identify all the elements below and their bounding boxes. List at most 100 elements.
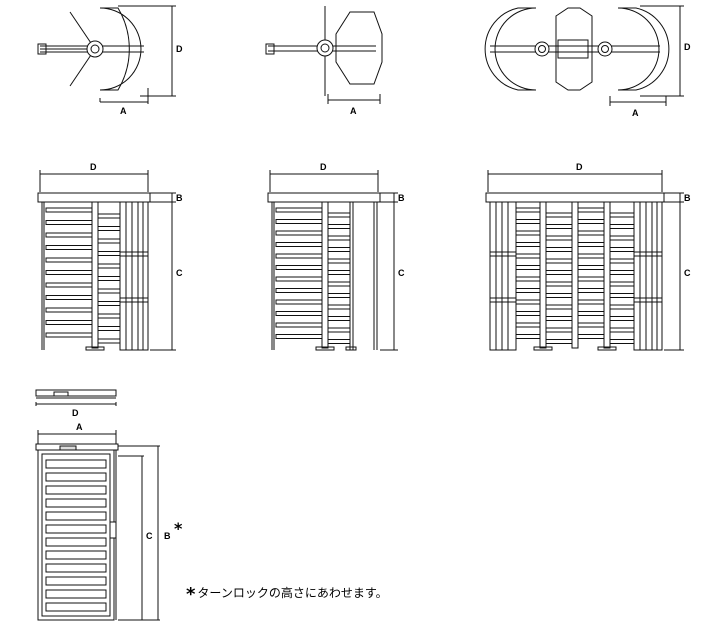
side-cage-left bbox=[489, 201, 517, 351]
bar bbox=[97, 226, 121, 231]
bar bbox=[545, 293, 573, 298]
bar bbox=[45, 320, 93, 325]
gate-plan bbox=[35, 389, 117, 397]
bar bbox=[97, 288, 121, 294]
bar bbox=[97, 263, 121, 269]
side-cage bbox=[119, 201, 149, 351]
bar bbox=[45, 511, 107, 521]
bar bbox=[45, 498, 107, 508]
bar bbox=[275, 230, 323, 236]
rotor-bars bbox=[275, 207, 351, 344]
gate-bars bbox=[45, 459, 107, 612]
dimension-label-c: C bbox=[176, 268, 183, 278]
rotor-post bbox=[321, 201, 329, 349]
bar bbox=[609, 316, 635, 321]
bar bbox=[515, 207, 541, 213]
bar bbox=[97, 338, 121, 344]
plan-wing-left bbox=[484, 7, 537, 91]
dimension-label-d: D bbox=[176, 44, 183, 54]
bar bbox=[327, 304, 351, 310]
plan-center-wing bbox=[555, 7, 593, 91]
bar bbox=[45, 232, 93, 238]
bar bbox=[577, 334, 605, 339]
bar bbox=[545, 247, 573, 252]
bar bbox=[609, 304, 635, 310]
footnote: *ターンロックの高さにあわせます。 bbox=[186, 584, 388, 605]
rotor-bars bbox=[515, 207, 635, 344]
bar bbox=[327, 247, 351, 252]
bar bbox=[577, 265, 605, 270]
side-cage-right bbox=[633, 201, 663, 351]
bar bbox=[275, 322, 323, 328]
bar bbox=[45, 576, 107, 586]
bar bbox=[515, 299, 541, 305]
bar bbox=[45, 524, 107, 534]
bar bbox=[45, 307, 93, 313]
bar bbox=[577, 311, 605, 316]
canopy bbox=[267, 192, 381, 203]
front-elevation-hexagon bbox=[267, 170, 398, 351]
dimension-label-b: B bbox=[684, 193, 691, 203]
plan-rotor bbox=[316, 39, 334, 57]
bar bbox=[45, 602, 107, 612]
bar bbox=[515, 288, 541, 293]
bar bbox=[275, 207, 323, 213]
bar bbox=[577, 299, 605, 305]
bar bbox=[45, 207, 93, 213]
bar bbox=[545, 316, 573, 321]
bar bbox=[515, 253, 541, 259]
bar bbox=[609, 339, 635, 344]
bar bbox=[515, 242, 541, 247]
bar bbox=[577, 276, 605, 282]
dimension-label-d: D bbox=[576, 162, 583, 172]
bar bbox=[515, 219, 541, 224]
bar bbox=[327, 281, 351, 287]
bar bbox=[577, 207, 605, 213]
bar bbox=[545, 270, 573, 275]
bar bbox=[515, 265, 541, 270]
gate-elevation bbox=[35, 430, 160, 621]
bar bbox=[45, 282, 93, 288]
dimension-label-a: A bbox=[632, 108, 639, 118]
plan-wing bbox=[335, 11, 383, 85]
bar bbox=[545, 224, 573, 229]
dimension-label-c: C bbox=[398, 268, 405, 278]
bar bbox=[327, 235, 351, 241]
bar bbox=[45, 295, 93, 300]
bar bbox=[45, 589, 107, 599]
bar bbox=[515, 311, 541, 316]
dimension-label-d: D bbox=[320, 162, 327, 172]
bar bbox=[515, 322, 541, 328]
bar bbox=[275, 334, 323, 339]
canopy bbox=[37, 192, 151, 203]
plan-rotor bbox=[86, 40, 104, 58]
bar bbox=[327, 212, 351, 218]
bar bbox=[97, 238, 121, 244]
dimension-label-b: B bbox=[398, 193, 405, 203]
bar bbox=[609, 247, 635, 252]
bar bbox=[609, 327, 635, 333]
bar bbox=[275, 288, 323, 293]
bar bbox=[609, 224, 635, 229]
bar bbox=[327, 316, 351, 321]
front-elevation-double bbox=[485, 170, 684, 351]
bar bbox=[327, 339, 351, 344]
bar bbox=[577, 219, 605, 224]
bar bbox=[545, 212, 573, 218]
bar bbox=[327, 270, 351, 275]
bar bbox=[45, 220, 93, 225]
dimension-label-c: C bbox=[146, 531, 153, 541]
dimension-label-d: D bbox=[684, 42, 691, 52]
bar bbox=[97, 251, 121, 256]
plan-view-single bbox=[37, 5, 176, 104]
base-plate bbox=[85, 346, 105, 351]
plan-view-hexagon bbox=[265, 6, 383, 104]
bar bbox=[97, 326, 121, 331]
bar bbox=[515, 230, 541, 236]
bar bbox=[327, 327, 351, 333]
dimension-label-d: D bbox=[72, 408, 79, 418]
bar bbox=[45, 485, 107, 495]
bar bbox=[609, 258, 635, 264]
bar bbox=[327, 293, 351, 298]
front-elevation-single bbox=[37, 170, 176, 351]
